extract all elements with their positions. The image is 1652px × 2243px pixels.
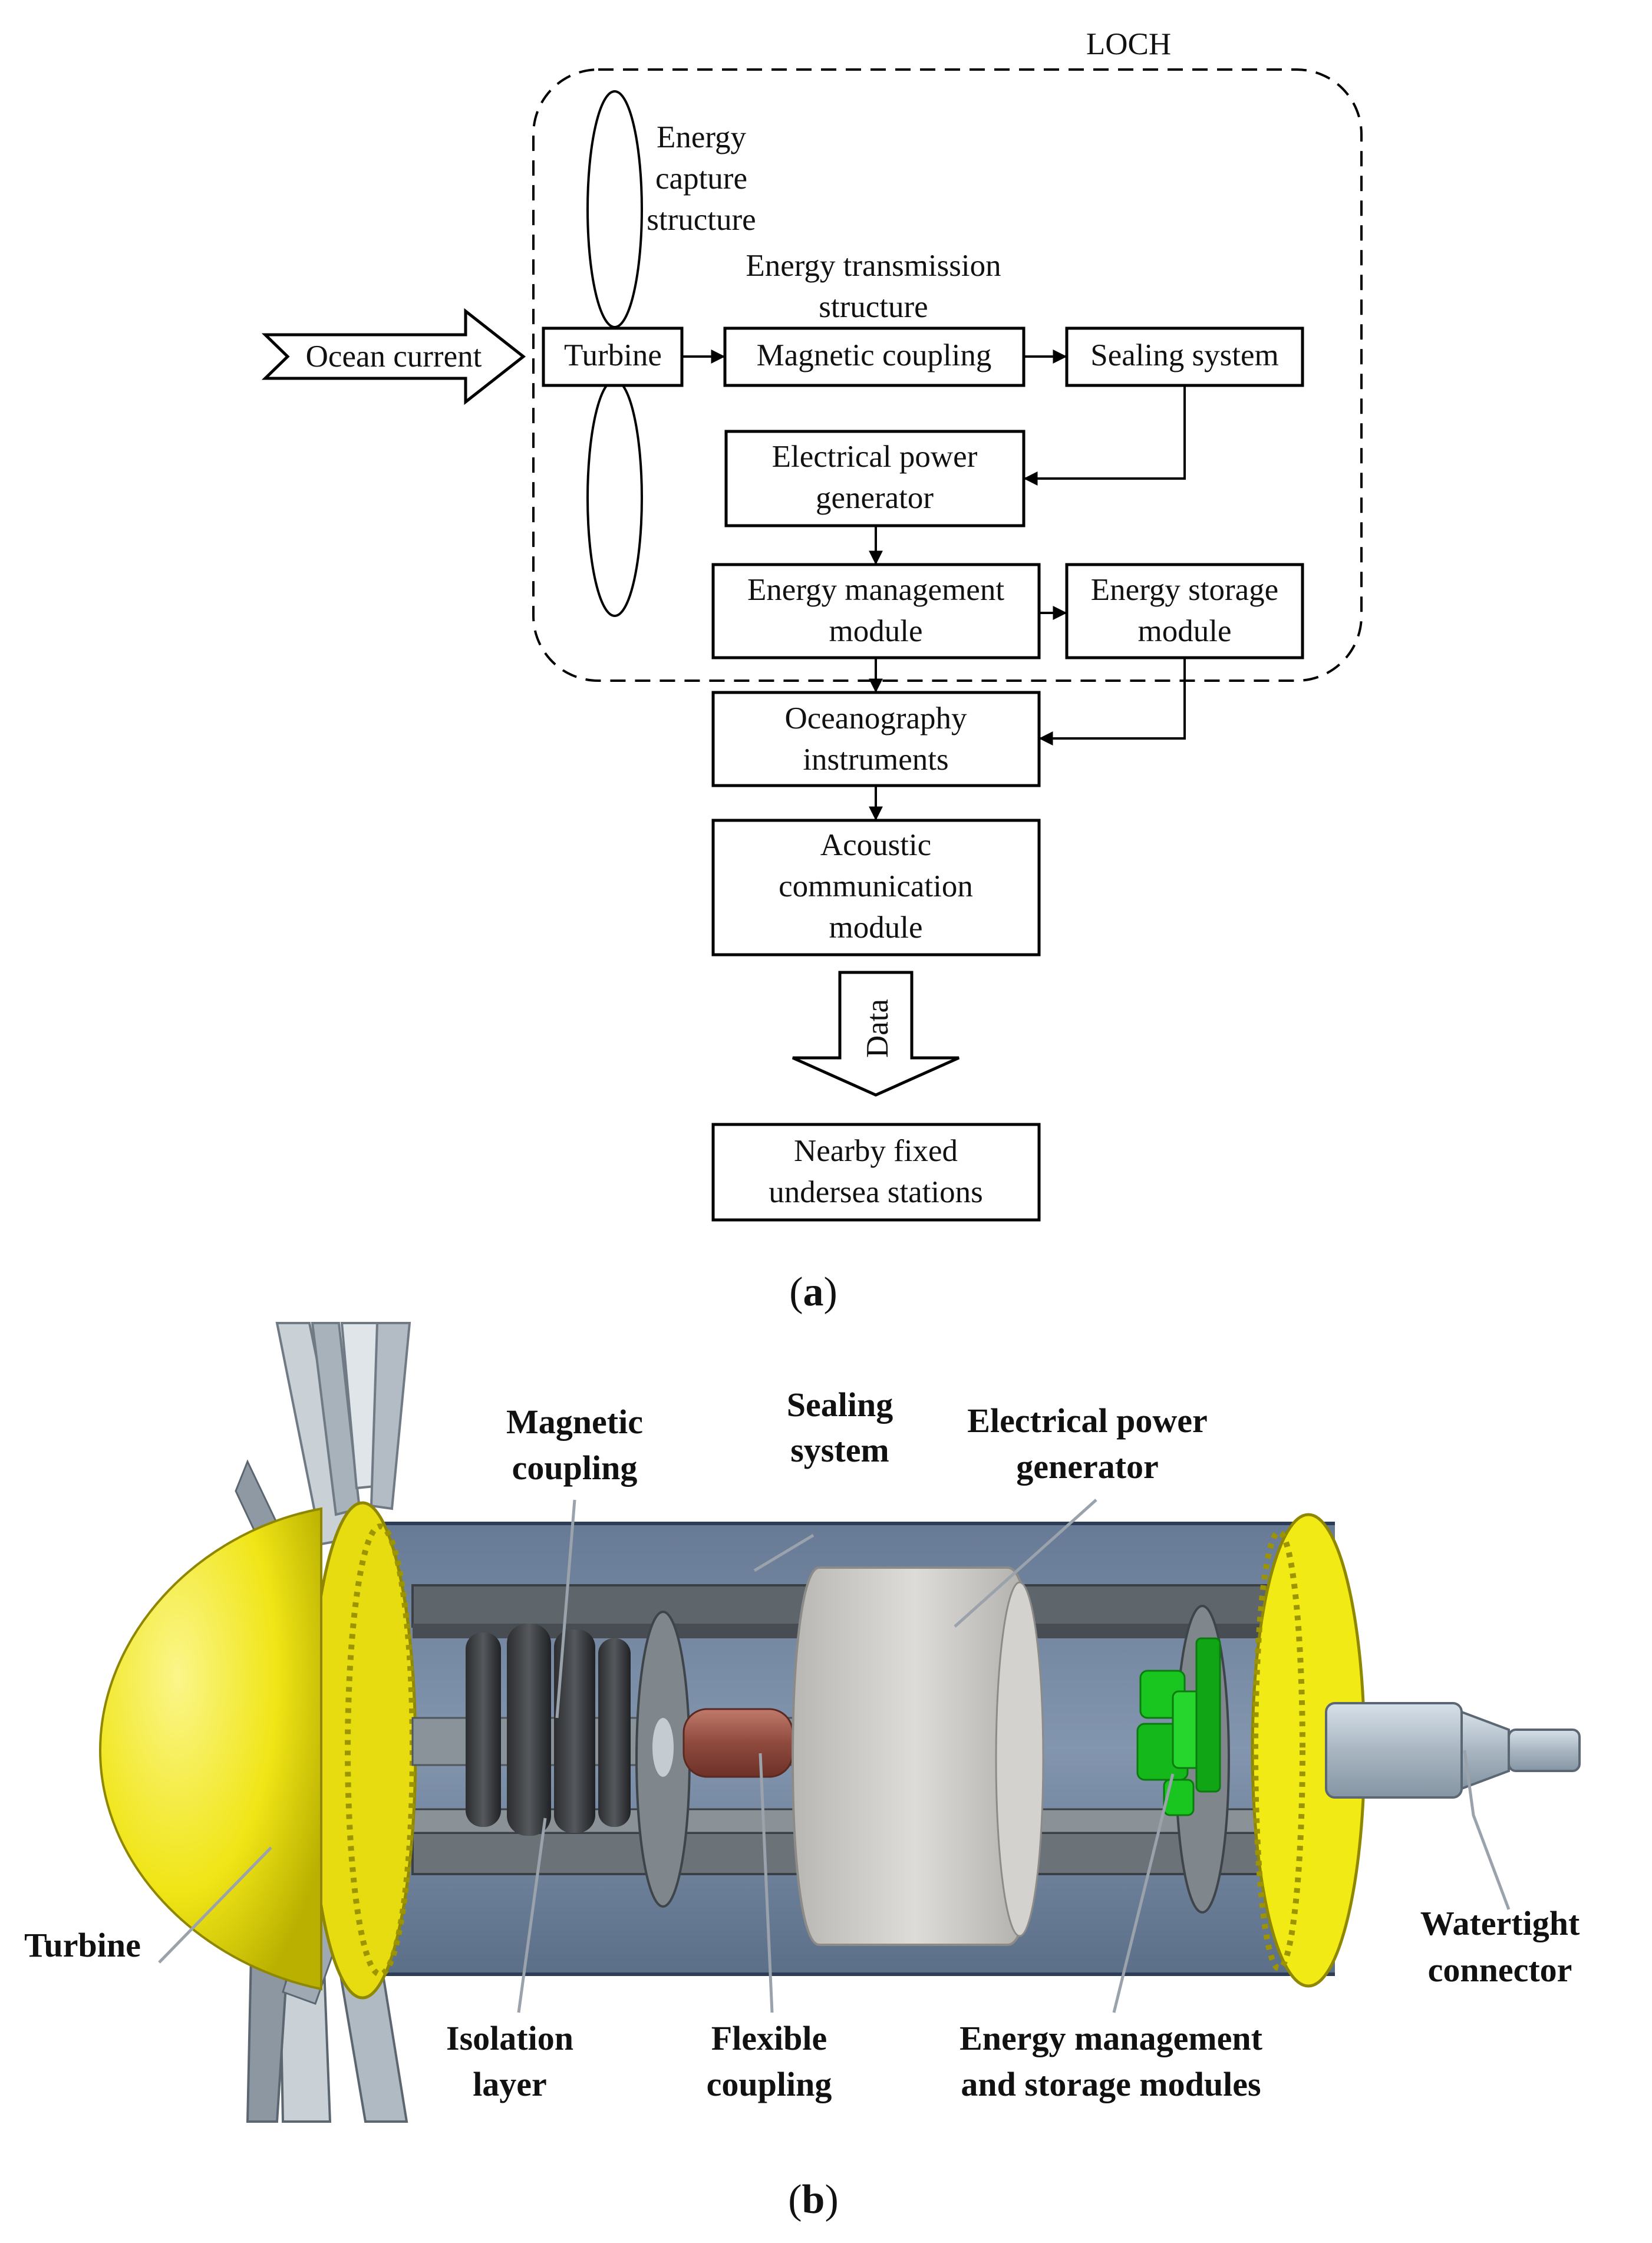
oceanography-instruments-box	[711, 691, 1041, 787]
label-energy-management-storage: and storage modules	[961, 2065, 1261, 2103]
acoustic-communication-module-box	[711, 819, 1041, 956]
label-magnetic-coupling: Magnetic	[506, 1403, 643, 1441]
arrow-storage-to-instruments	[1038, 658, 1186, 746]
sealing-system-label: Sealing system	[1090, 338, 1278, 372]
nearby-stations-label: Nearby fixed	[794, 1134, 958, 1168]
energy-modules-green	[1136, 1637, 1221, 1816]
loch-boundary	[532, 68, 1363, 682]
label-isolation-layer: layer	[473, 2065, 547, 2103]
label-flexible-coupling: coupling	[707, 2065, 832, 2103]
energy-storage-module-label: module	[1138, 614, 1232, 648]
data-arrow	[792, 971, 960, 1097]
energy-transmission-label: structure	[819, 290, 928, 324]
energy-management-module-label: Energy management	[747, 573, 1004, 607]
electrical-power-generator-box	[724, 430, 1026, 527]
label-electrical-power-generator: Electrical power	[967, 1401, 1207, 1440]
acoustic-communication-module-label: communication	[779, 869, 973, 903]
label-watertight-connector: Watertight	[1420, 1904, 1580, 1942]
energy-storage-module-box	[1065, 563, 1304, 659]
magnetic-coupling-label: Magnetic coupling	[757, 338, 992, 372]
label-energy-management-storage: Energy management	[959, 2019, 1263, 2057]
energy-capture-label: structure	[647, 203, 756, 237]
generator-end-face	[995, 1581, 1044, 1937]
oceanography-instruments-label: Oceanography	[784, 701, 967, 735]
rear-end-cap-ring	[1252, 1529, 1305, 1971]
caption-a: (a)	[789, 1269, 837, 1315]
bulkhead-left-ring	[652, 1718, 674, 1777]
diagram-b	[98, 1322, 1581, 2123]
arrow-sealing-to-generator	[1023, 385, 1186, 486]
watertight-connector	[1325, 1702, 1581, 1799]
electrical-power-generator-label: Electrical power	[772, 440, 978, 474]
data-arrow-label: Data	[860, 999, 895, 1058]
energy-storage-module-label: Energy storage	[1091, 573, 1278, 607]
ocean-current-label: Ocean current	[306, 339, 482, 374]
turbine-label: Turbine	[564, 338, 662, 372]
labels-b: Magnetic coupling Sealing system Electri…	[24, 1386, 1580, 2103]
energy-management-module-label: module	[829, 614, 923, 648]
diagram-a: LOCH Ocean current Energy capture struct…	[261, 27, 1363, 1222]
label-electrical-power-generator: generator	[1016, 1447, 1159, 1486]
turbine-nose-cone	[98, 1507, 322, 1991]
oceanography-instruments-label: instruments	[803, 743, 948, 777]
acoustic-communication-module-label: Acoustic	[820, 828, 931, 862]
magnetic-coupling-discs	[466, 1624, 631, 1836]
nearby-stations-label: undersea stations	[769, 1175, 983, 1209]
flexible-coupling-body	[682, 1708, 794, 1778]
electrical-power-generator-label: generator	[816, 481, 934, 515]
label-turbine: Turbine	[24, 1926, 141, 1964]
label-magnetic-coupling: coupling	[512, 1449, 638, 1487]
label-sealing-system: system	[790, 1431, 889, 1469]
energy-management-module-box	[711, 563, 1041, 659]
label-sealing-system: Sealing	[787, 1386, 893, 1424]
energy-transmission-label: Energy transmission	[746, 249, 1001, 283]
acoustic-communication-module-label: module	[829, 911, 923, 945]
nearby-stations-box	[711, 1123, 1041, 1222]
blade-upper	[586, 90, 643, 328]
energy-capture-label: capture	[655, 161, 747, 196]
loch-label: LOCH	[1086, 27, 1171, 61]
label-flexible-coupling: Flexible	[711, 2019, 827, 2057]
ocean-current-arrow	[261, 308, 526, 405]
label-watertight-connector: connector	[1428, 1951, 1572, 1989]
label-isolation-layer: Isolation	[446, 2019, 573, 2057]
caption-b: (b)	[788, 2177, 839, 2222]
blade-lower	[586, 379, 643, 617]
energy-capture-label: Energy	[657, 120, 747, 154]
leader-lines	[158, 1499, 1511, 2013]
